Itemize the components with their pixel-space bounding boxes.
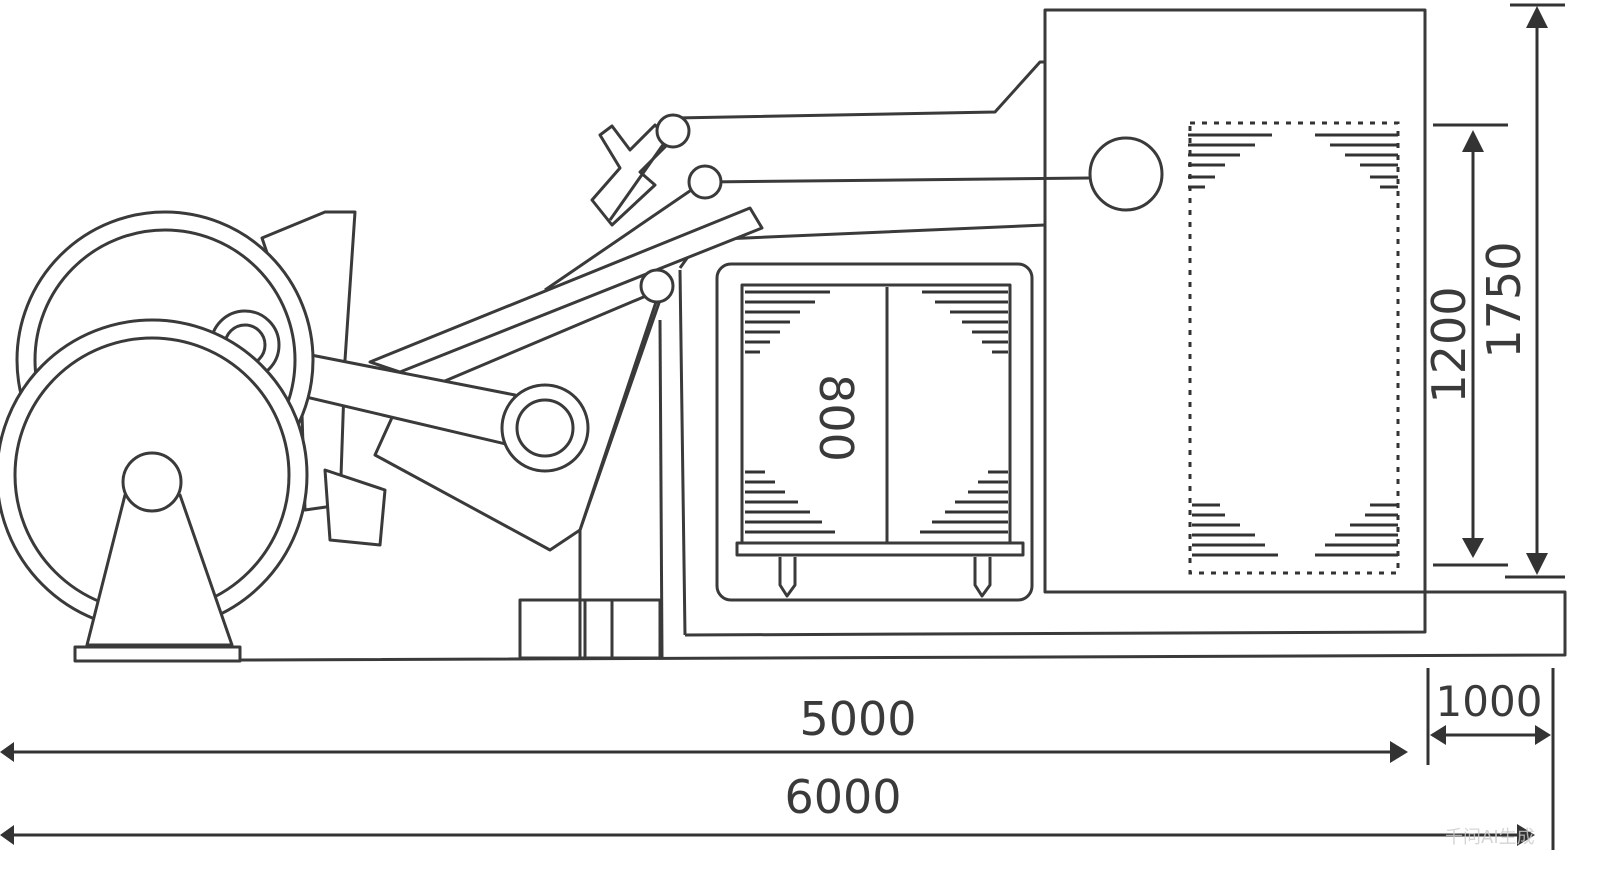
dimension-label-800: 800 bbox=[809, 374, 863, 462]
dimension-label-5000: 5000 bbox=[799, 692, 916, 746]
stacked-material-area bbox=[1188, 121, 1400, 575]
dimension-label-1750: 1750 bbox=[1477, 241, 1531, 358]
dimension-label-1000: 1000 bbox=[1436, 677, 1543, 726]
base-frame bbox=[239, 8, 1567, 662]
dimension-label-1200: 1200 bbox=[1422, 286, 1476, 403]
unwind-reels bbox=[0, 210, 315, 663]
dimension-lines bbox=[0, 3, 1565, 850]
dimension-label-6000: 6000 bbox=[784, 770, 901, 824]
feed-arms bbox=[253, 113, 764, 552]
cart-window bbox=[715, 262, 1034, 602]
watermark: 千问AI生成 bbox=[1445, 827, 1535, 848]
tension-roller bbox=[1088, 136, 1164, 212]
